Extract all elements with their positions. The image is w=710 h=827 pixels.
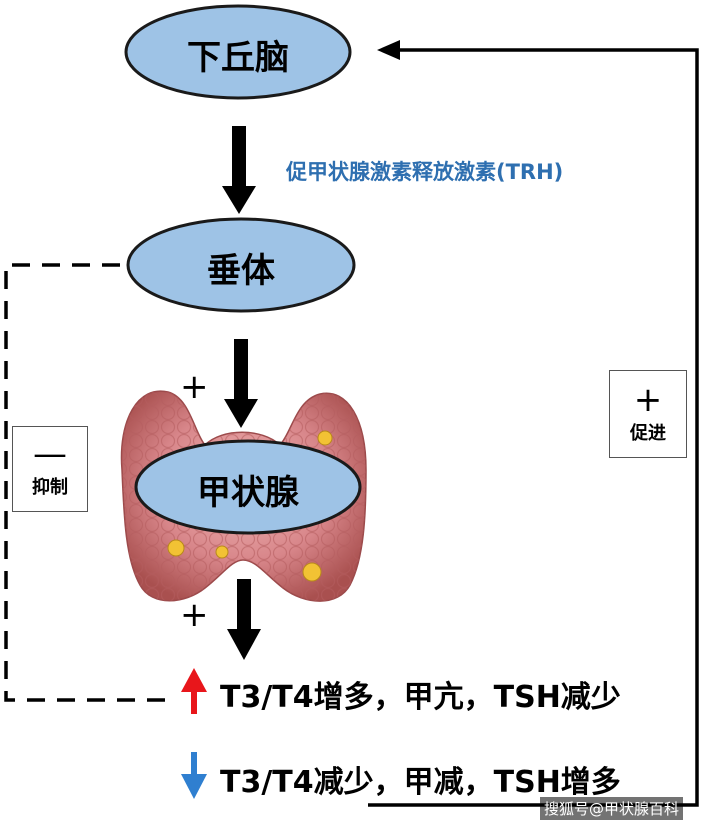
result-decrease: T3/T4减少，甲减，TSH增多 xyxy=(220,765,621,800)
inhibit-box: — 抑制 xyxy=(12,426,88,512)
arrow-pituitary-to-thyroid xyxy=(224,339,258,428)
thyroid-node xyxy=(134,439,362,535)
inhibit-label: 抑制 xyxy=(32,477,68,498)
pituitary-label: 垂体 xyxy=(207,251,275,291)
up-arrow-icon xyxy=(181,668,207,714)
trh-label: 促甲状腺激素释放激素(TRH) xyxy=(286,160,564,184)
arrow-hypothalamus-to-pituitary xyxy=(222,126,256,214)
hypothalamus-node xyxy=(124,4,352,100)
result-increase: T3/T4增多，甲亢，TSH减少 xyxy=(220,680,621,715)
minus-sign: — xyxy=(33,434,67,474)
thyroid-label: 甲状腺 xyxy=(197,473,299,513)
hypothalamus-label: 下丘脑 xyxy=(187,38,289,78)
watermark: 搜狐号@甲状腺百科 xyxy=(540,797,684,820)
promote-label: 促进 xyxy=(630,423,666,444)
plus-sign: + xyxy=(633,380,663,420)
pituitary-node xyxy=(126,217,356,313)
plus-sign-upper: + xyxy=(180,367,209,407)
plus-sign-lower: + xyxy=(180,595,209,635)
promote-feedback-line xyxy=(368,40,699,807)
arrow-thyroid-to-hormones xyxy=(227,579,261,660)
promote-box: + 促进 xyxy=(609,370,687,458)
down-arrow-icon xyxy=(181,752,207,799)
